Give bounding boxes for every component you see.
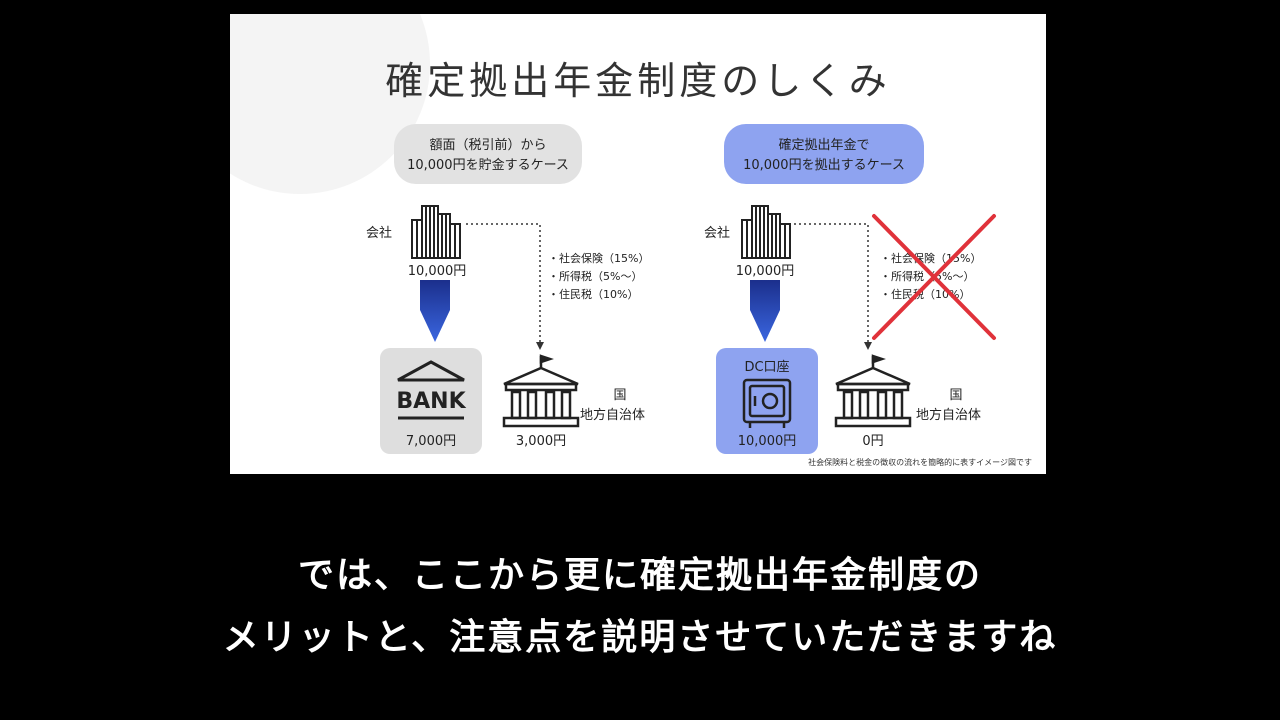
- left-deduction-item: 社会保険（15%）: [559, 252, 650, 265]
- left-bubble-line2: 10,000円を貯金するケース: [407, 158, 569, 173]
- right-bubble-line1: 確定拠出年金で: [778, 138, 870, 153]
- left-company-label: 会社: [366, 226, 393, 241]
- left-gov-amount: 3,000円: [515, 434, 567, 449]
- right-company-amount: 10,000円: [735, 264, 795, 279]
- right-gov-amount: 0円: [862, 434, 884, 449]
- right-gov-label-line2: 地方自治体: [916, 408, 982, 423]
- government-building-icon: [834, 354, 912, 428]
- left-gov-label-line2: 地方自治体: [580, 408, 646, 423]
- building-icon: [411, 205, 461, 259]
- left-deduction-item: 所得税（5%〜）: [559, 270, 643, 283]
- government-building-icon: [502, 354, 580, 428]
- right-case-bubble: 確定拠出年金で 10,000円を拠出するケース: [724, 124, 924, 184]
- building-icon: [741, 205, 791, 259]
- left-dotted-flow-line: [466, 223, 544, 350]
- left-deductions-list: ・社会保険（15%） ・所得税（5%〜） ・住民税（10%）: [548, 252, 650, 301]
- right-bubble-line2: 10,000円を拠出するケース: [743, 158, 905, 173]
- right-deductions-list: ・社会保険（15%） ・所得税（5%〜） ・住民税（10%）: [880, 252, 982, 301]
- red-cross-icon: [872, 214, 996, 340]
- right-company-label: 会社: [704, 226, 731, 241]
- bank-box: BANK 7,000円: [380, 348, 482, 454]
- down-arrow-icon: [750, 280, 780, 342]
- footnote: 社会保険料と税金の徴収の流れを簡略的に表すイメージ図です: [808, 458, 1032, 467]
- bank-icon-text: BANK: [396, 389, 466, 414]
- subtitle-line2: メリットと、注意点を説明させていただきますね: [222, 617, 1058, 658]
- bank-icon: BANK: [396, 360, 467, 420]
- left-company-amount: 10,000円: [407, 264, 467, 279]
- right-dotted-flow-line: [794, 223, 872, 350]
- slide-title: 確定拠出年金制度のしくみ: [385, 59, 891, 103]
- dc-amount: 10,000円: [737, 434, 797, 449]
- safe-icon: [742, 378, 792, 428]
- left-bubble-line1: 額面（税引前）から: [429, 138, 547, 153]
- subtitle-line1: では、ここから更に確定拠出年金制度の: [297, 555, 982, 596]
- left-gov-label-line1: 国: [613, 388, 627, 403]
- slide: 確定拠出年金制度のしくみ 額面（税引前）から 10,000円を貯金するケース 会…: [230, 14, 1046, 474]
- right-gov-label-line1: 国: [949, 388, 963, 403]
- down-arrow-icon: [420, 280, 450, 342]
- bank-amount: 7,000円: [405, 434, 457, 449]
- left-case-bubble: 額面（税引前）から 10,000円を貯金するケース: [394, 124, 582, 184]
- left-deduction-item: 住民税（10%）: [559, 288, 639, 301]
- dc-label: DC口座: [744, 360, 790, 375]
- dc-account-box: DC口座 10,000円: [716, 348, 818, 454]
